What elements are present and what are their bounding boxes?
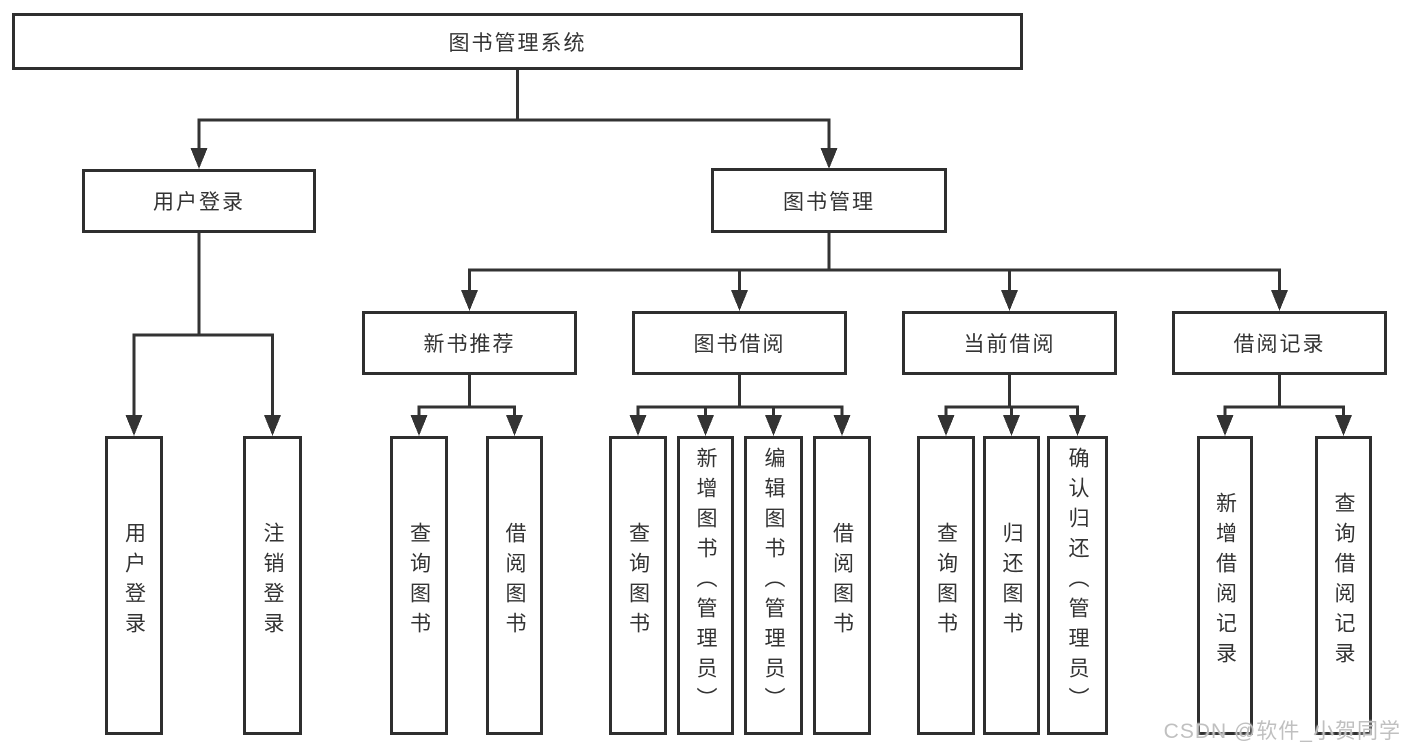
arrowhead-cb-query xyxy=(937,415,955,436)
leaf-br-add-record: 新增借阅记录 xyxy=(1197,436,1253,735)
leaf-br-query-record-label: 查询借阅记录 xyxy=(1332,491,1355,672)
arrowhead-nbr-query xyxy=(410,415,428,436)
leaf-nbr-query-books: 查询图书 xyxy=(390,436,448,735)
arrowhead-nbr-borrow xyxy=(506,415,523,436)
arrowhead-bb-edit xyxy=(765,415,782,436)
leaf-cb-confirm-return-admin: 确认归还（管理员） xyxy=(1047,436,1108,735)
node-borrow-records: 借阅记录 xyxy=(1172,311,1387,375)
leaf-cb-query-books-label: 查询图书 xyxy=(934,521,958,642)
leaf-nbr-borrow-books-label: 借阅图书 xyxy=(503,521,526,642)
arrowhead-bb-add xyxy=(697,415,714,436)
leaf-bb-add-books-admin: 新增图书（管理员） xyxy=(677,436,734,735)
node-book-borrow: 图书借阅 xyxy=(632,311,847,375)
leaf-bb-query-books-label: 查询图书 xyxy=(626,521,650,642)
leaf-nbr-query-books-label: 查询图书 xyxy=(407,521,431,642)
arrowhead-bb-borrow xyxy=(833,415,851,436)
leaf-cb-query-books: 查询图书 xyxy=(917,436,975,735)
leaf-cb-return-books: 归还图书 xyxy=(983,436,1040,735)
leaf-logout: 注销登录 xyxy=(243,436,302,735)
arrowhead-user-login xyxy=(190,148,208,169)
leaf-bb-query-books: 查询图书 xyxy=(609,436,667,735)
arrowhead-book-borrow xyxy=(731,290,748,311)
leaf-nbr-borrow-books: 借阅图书 xyxy=(486,436,543,735)
arrowhead-current-borrow xyxy=(1001,290,1018,311)
leaf-bb-add-books-admin-label: 新增图书（管理员） xyxy=(694,446,717,717)
node-book-borrow-label: 图书借阅 xyxy=(693,333,786,356)
leaf-br-add-record-label: 新增借阅记录 xyxy=(1213,491,1237,672)
node-borrow-records-label: 借阅记录 xyxy=(1233,333,1326,356)
node-root-system: 图书管理系统 xyxy=(12,13,1023,70)
arrowhead-book-mgmt xyxy=(820,148,838,169)
node-user-login-group: 用户登录 xyxy=(82,169,316,233)
arrowhead-br-add xyxy=(1216,415,1234,436)
node-new-book-recommend: 新书推荐 xyxy=(362,311,577,375)
node-book-management: 图书管理 xyxy=(711,168,947,233)
watermark: CSDN @软件_小贺同学 xyxy=(1163,720,1401,743)
node-new-book-recommend-label: 新书推荐 xyxy=(423,333,516,356)
arrowhead-borrow-records xyxy=(1271,290,1288,311)
leaf-user-login-label: 用户登录 xyxy=(122,521,146,642)
leaf-cb-confirm-return-admin-label: 确认归还（管理员） xyxy=(1066,446,1089,717)
arrowhead-logout xyxy=(264,415,281,436)
node-current-borrow-label: 当前借阅 xyxy=(963,333,1056,356)
leaf-cb-return-books-label: 归还图书 xyxy=(1000,521,1023,642)
leaf-logout-label: 注销登录 xyxy=(261,521,284,642)
node-book-management-label: 图书管理 xyxy=(783,190,875,214)
leaf-bb-edit-books-admin: 编辑图书（管理员） xyxy=(744,436,803,735)
leaf-bb-borrow-books-label: 借阅图书 xyxy=(830,521,854,642)
leaf-bb-borrow-books: 借阅图书 xyxy=(813,436,871,735)
arrowhead-bb-query xyxy=(629,415,647,436)
leaf-user-login: 用户登录 xyxy=(105,436,163,735)
node-current-borrow: 当前借阅 xyxy=(902,311,1117,375)
arrowhead-cb-return xyxy=(1003,415,1020,436)
leaf-br-query-record: 查询借阅记录 xyxy=(1315,436,1372,735)
node-user-login-group-label: 用户登录 xyxy=(153,191,245,214)
leaf-bb-edit-books-admin-label: 编辑图书（管理员） xyxy=(762,446,785,717)
arrowhead-new-rec xyxy=(461,290,478,311)
node-root-system-label: 图书管理系统 xyxy=(448,31,587,55)
arrowhead-cb-confirm xyxy=(1069,415,1086,436)
arrowhead-login xyxy=(125,415,143,436)
arrowhead-br-query xyxy=(1335,415,1352,436)
